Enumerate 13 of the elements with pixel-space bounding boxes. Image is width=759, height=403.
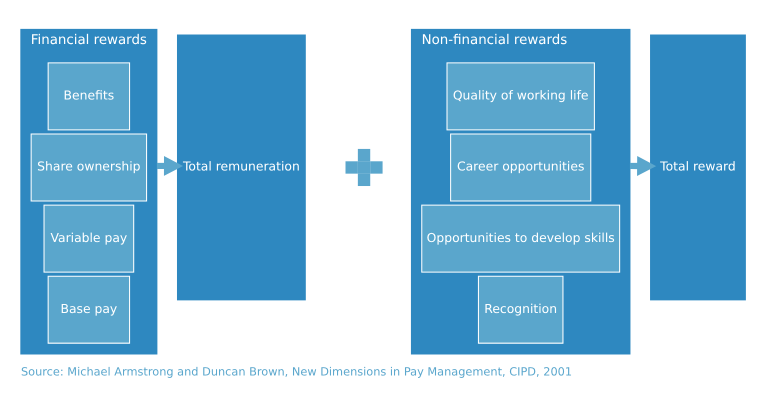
node-box: Share ownership: [30, 132, 148, 201]
node-box: Recognition: [478, 275, 564, 344]
node-box: Total reward: [649, 33, 747, 301]
node-box: Benefits: [48, 62, 130, 130]
arrow: [630, 156, 656, 176]
node-box: Total remuneration: [176, 33, 307, 301]
arrow: [156, 155, 183, 176]
node-box: Quality of working life: [446, 62, 595, 130]
caption: Source: Michael Armstrong and Duncan Brown, New Dimensions in Pay Management, CIPD, 2001: [20, 364, 572, 378]
node-box: Variable pay: [44, 204, 134, 272]
node-box: Base pay: [48, 275, 130, 344]
node-box: Career opportunities: [450, 132, 592, 201]
node-box: Opportunities to develop skills: [421, 204, 620, 272]
